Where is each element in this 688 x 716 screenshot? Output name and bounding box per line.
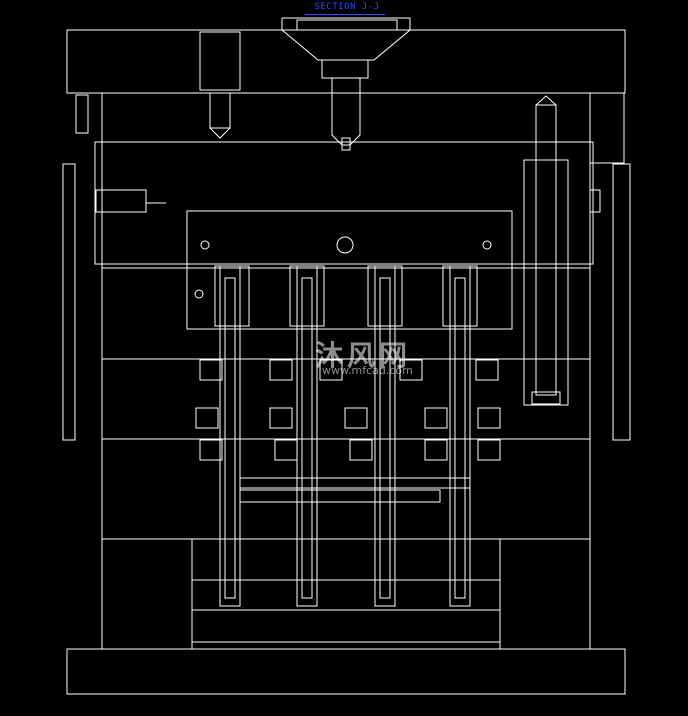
locating-ring xyxy=(296,19,398,31)
guide-pillar-tip-right xyxy=(535,95,557,106)
guide-pin-tip-left xyxy=(209,127,231,139)
left-latch xyxy=(95,189,147,213)
a-plate xyxy=(94,141,594,265)
insert-blocks xyxy=(195,359,501,461)
sprue-tip xyxy=(341,137,351,151)
section-title: SECTION J-J xyxy=(314,2,380,12)
core-assembly-3 xyxy=(367,265,403,607)
core-assembly-4 xyxy=(442,265,478,607)
right-frame-block xyxy=(589,92,625,164)
ejector-housing xyxy=(101,538,591,650)
section-title-underline xyxy=(305,14,385,15)
guide-pin-head-left xyxy=(199,31,241,91)
support-plate xyxy=(101,438,591,540)
bottom-clamp-plate xyxy=(66,648,626,695)
sprue-bushing xyxy=(281,17,411,61)
center-hole xyxy=(336,236,354,254)
bolt-hole-lower-left xyxy=(194,289,204,299)
guide-bushing-right xyxy=(523,159,569,406)
guide-pillar-right xyxy=(535,104,557,396)
guide-pin-shank-left xyxy=(209,92,231,129)
sprue-nozzle xyxy=(321,59,369,79)
sprue-stem xyxy=(331,78,361,146)
bolt-hole-right xyxy=(482,240,492,250)
top-clamp-plate xyxy=(66,29,626,94)
core-assembly-2 xyxy=(289,265,325,607)
guide-base-right xyxy=(531,391,561,405)
runner-bar xyxy=(239,489,441,503)
watermark-brand: 沐风网 xyxy=(315,339,412,372)
right-latch xyxy=(589,189,601,213)
bolt-hole-left xyxy=(200,240,210,250)
left-support-rail xyxy=(62,163,76,441)
core-assembly-1 xyxy=(214,265,250,607)
left-indicator xyxy=(75,94,89,134)
watermark-url: www.mfcad.com xyxy=(322,364,413,377)
ejector-retainer xyxy=(191,609,501,643)
stripper-strip xyxy=(239,477,471,489)
right-support-rail xyxy=(612,163,631,441)
ejector-space xyxy=(191,538,501,650)
cavity-insert-block xyxy=(186,210,513,330)
